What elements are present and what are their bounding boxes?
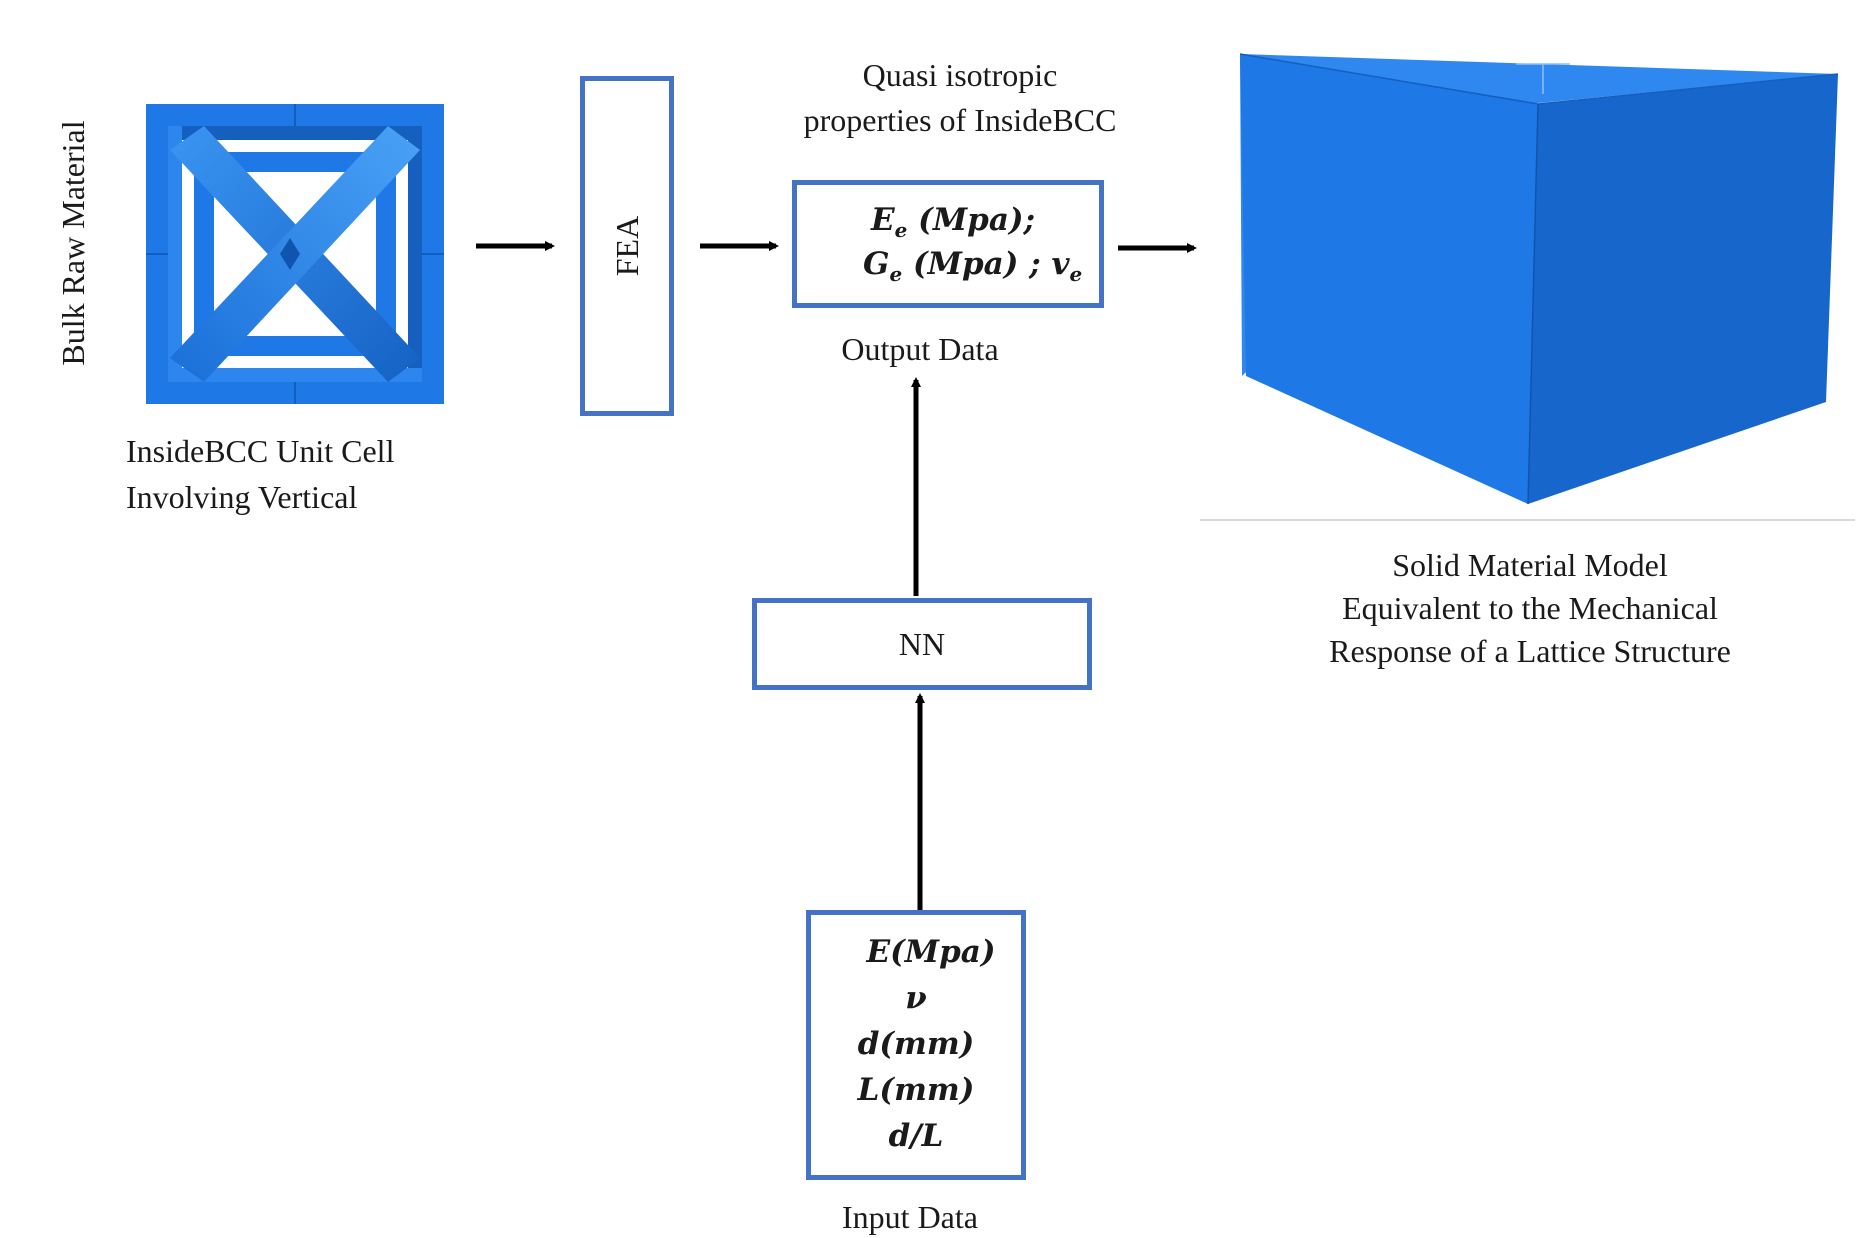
quasi-isotropic-line1: Quasi isotropic (862, 57, 1058, 93)
output-data-caption: Output Data (841, 331, 999, 367)
unit-cell-caption-line2: Involving Vertical (126, 479, 358, 515)
effective-shear-modulus-and-poisson: Ge (Mpa) ; ve (863, 246, 1083, 287)
solid-material-cube-image (1200, 53, 1855, 521)
solid-model-caption-line1: Solid Material Model (1392, 547, 1668, 583)
input-young-modulus: E(Mpa) (866, 934, 996, 970)
input-data-caption: Input Data (842, 1199, 978, 1235)
nn-label: NN (898, 626, 946, 662)
output-data-box: Ee (Mpa); Ge (Mpa) ; ve (792, 180, 1104, 308)
insidebcc-unit-cell-image (146, 104, 444, 404)
fea-label: FEA (609, 215, 645, 277)
input-poisson-ratio: ν (905, 980, 927, 1016)
nn-box: NN (752, 598, 1092, 690)
bulk-raw-material-label: Bulk Raw Material (55, 120, 91, 366)
solid-model-caption-line2: Equivalent to the Mechanical (1342, 590, 1718, 626)
input-data-box: E(Mpa) ν d(mm) L(mm) d/L (806, 910, 1026, 1180)
input-cell-length: L(mm) (857, 1072, 975, 1108)
effective-young-modulus: Ee (Mpa); (871, 202, 1036, 243)
fea-box: FEA (580, 76, 674, 416)
quasi-isotropic-line2: properties of InsideBCC (803, 102, 1117, 138)
input-strut-diameter: d(mm) (857, 1026, 975, 1062)
solid-model-caption-line3: Response of a Lattice Structure (1329, 633, 1731, 669)
unit-cell-caption-line1: InsideBCC Unit Cell (126, 433, 395, 469)
input-diameter-length-ratio: d/L (888, 1118, 944, 1154)
